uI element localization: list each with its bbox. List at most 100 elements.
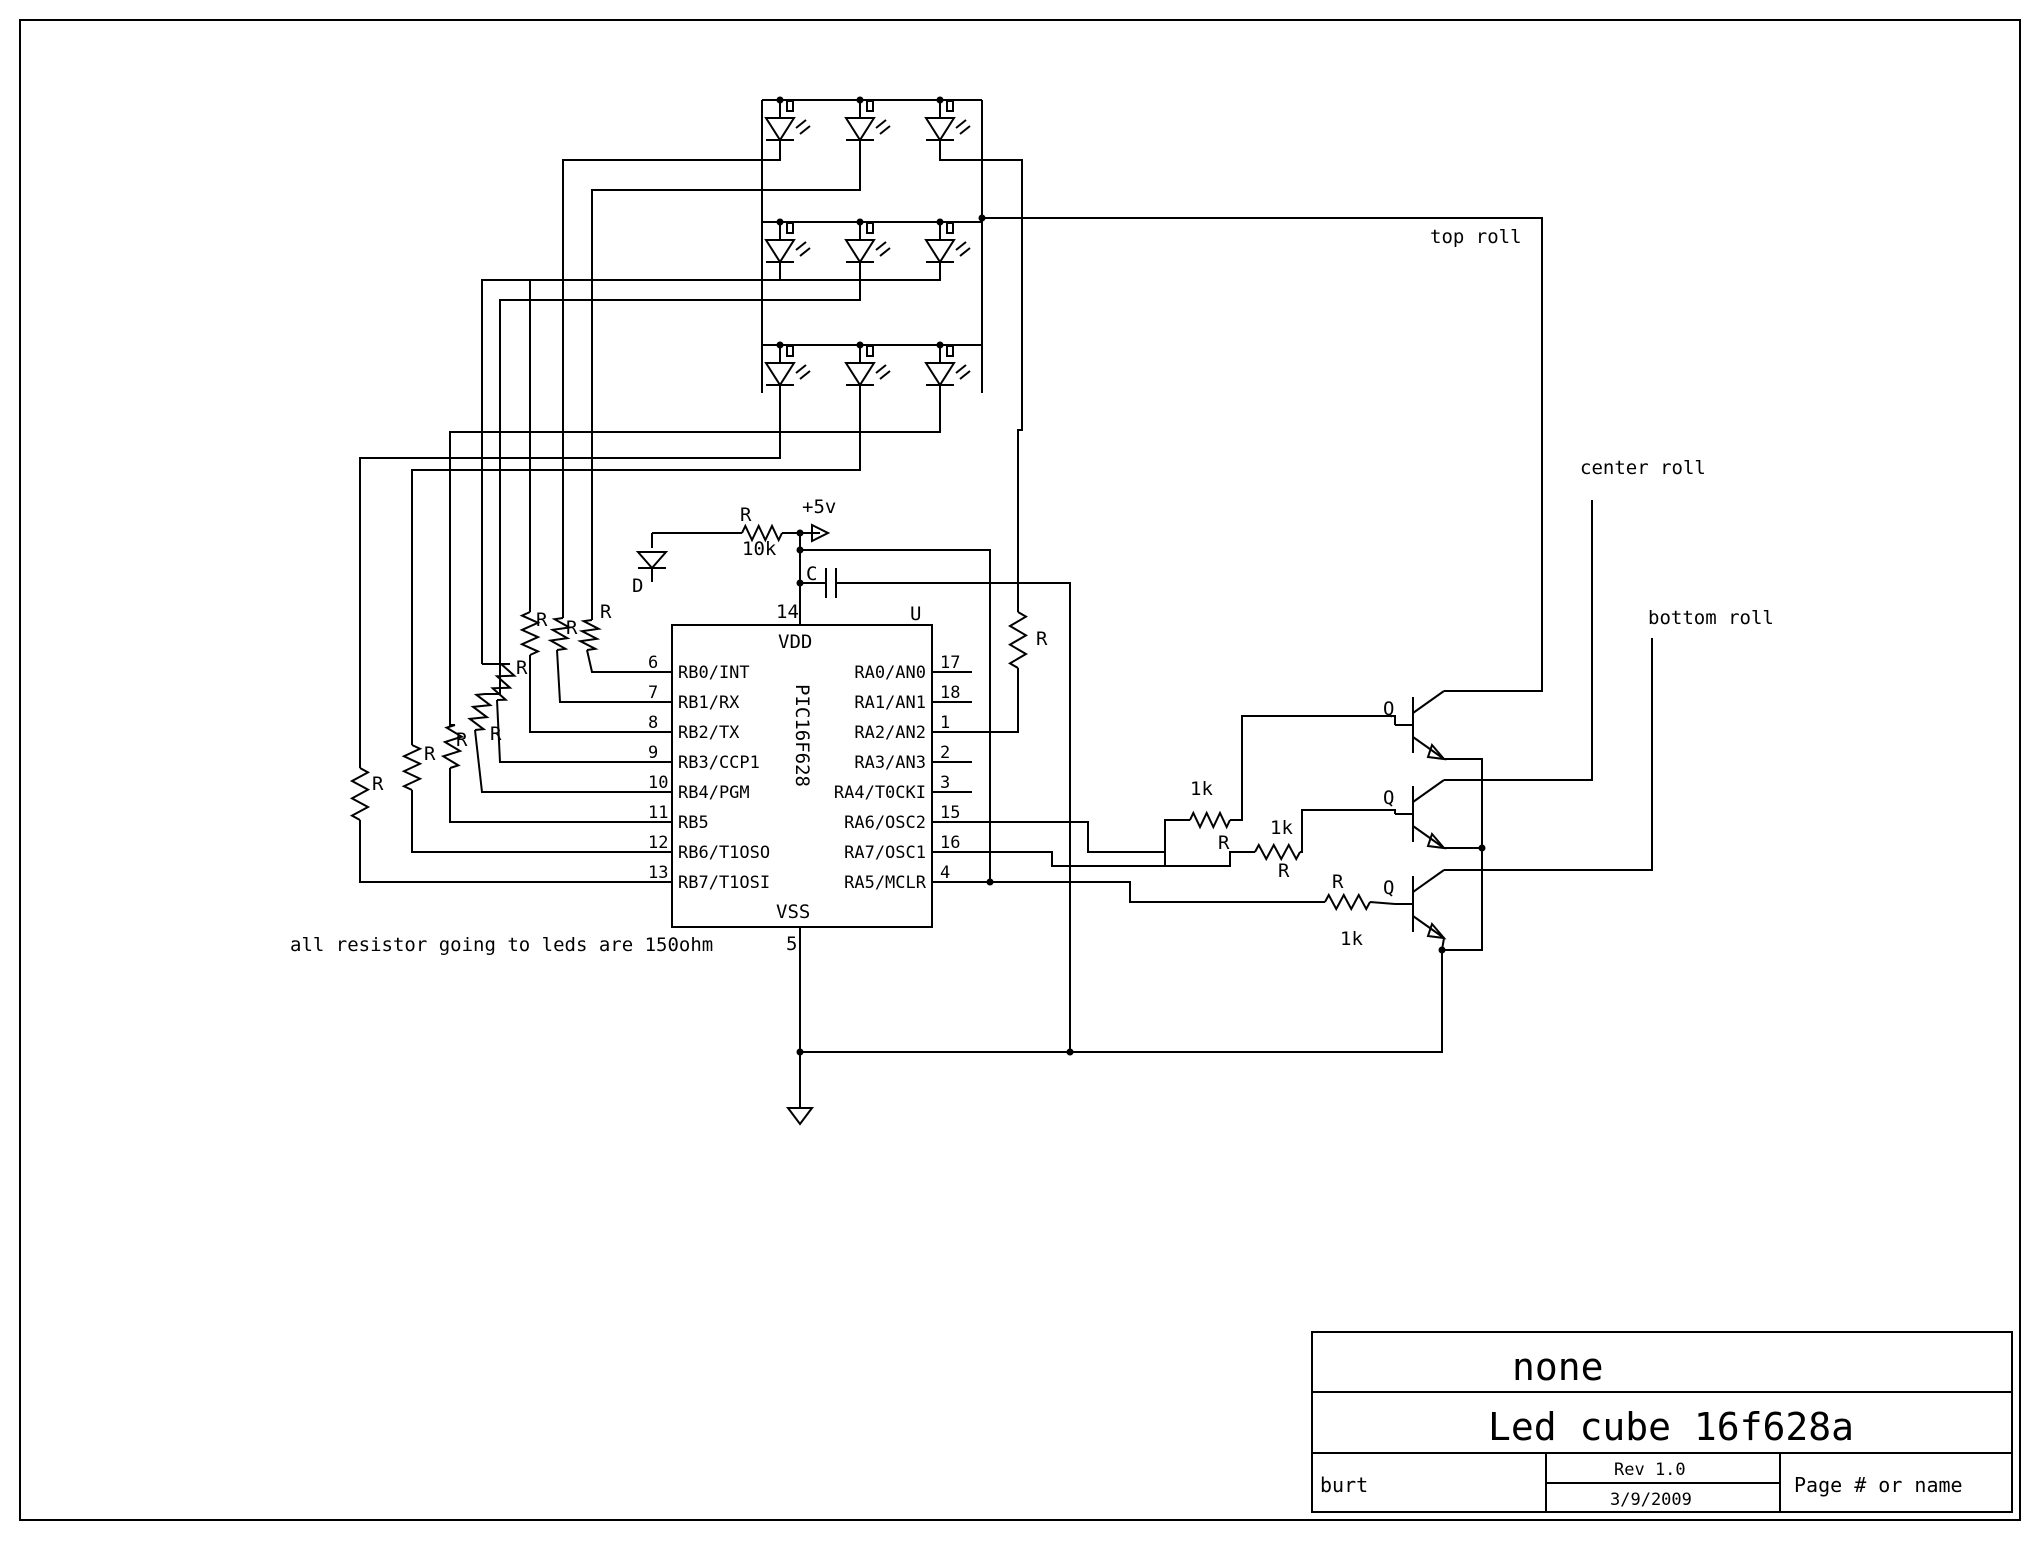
chip-pin-name: RA7/OSC1: [844, 843, 926, 863]
title-revision: Rev 1.0: [1614, 1460, 1686, 1480]
base-top-wire: [1230, 715, 1396, 821]
pullup-ref-label: R: [740, 504, 752, 526]
junction-dot: [776, 341, 784, 349]
title-block-frame: [1311, 1331, 2013, 1513]
link: [485, 664, 501, 695]
chip-pin-number: 17: [940, 653, 960, 673]
chip-pin-name: RA4/T0CKI: [834, 783, 926, 803]
transistors: [1395, 690, 1447, 940]
chip-pin-name: RB1/RX: [678, 693, 740, 713]
title-drawing-name: Led cube 16f628a: [1488, 1405, 1854, 1449]
wire-rb2: [529, 655, 642, 733]
chip-pin-number: 10: [648, 773, 668, 793]
osc1-wire-b: [1165, 851, 1255, 867]
title-author: burt: [1320, 1473, 1368, 1497]
transistor-top: [1395, 690, 1447, 761]
junction-dot: [1438, 946, 1446, 954]
mclr-wire: [990, 881, 1325, 903]
bottom-roll-wire: [1444, 638, 1653, 871]
res-mid-value-label: 1k: [1270, 817, 1293, 839]
junction-dot: [856, 218, 864, 226]
chip-pin-number: 13: [648, 863, 668, 883]
junction-dot: [796, 529, 804, 537]
title-company: none: [1512, 1345, 1604, 1389]
chip-pin-name: RB4/PGM: [678, 783, 750, 803]
junction-dot: [936, 341, 944, 349]
junction-dot: [776, 218, 784, 226]
chip-pin-name: RA3/AN3: [854, 753, 926, 773]
res-top-value-label: 1k: [1190, 778, 1213, 800]
chip-vdd-pin-number: 14: [776, 601, 799, 623]
q-top-label: Q: [1383, 698, 1394, 720]
center-roll-label: center roll: [1580, 457, 1706, 479]
chip-pin-number: 1: [940, 713, 950, 733]
wire-rb1: [556, 649, 642, 703]
led-resistor-rb5: [440, 724, 465, 769]
resistor-ref-label: R: [456, 729, 468, 751]
chip-pin-name: RB5: [678, 813, 709, 833]
base-resistor-top: [1189, 810, 1231, 830]
transistor-center: [1395, 779, 1447, 850]
pullup-value-label: 10k: [742, 538, 777, 560]
chip-ref-label: U: [910, 603, 921, 625]
junction-dot: [856, 96, 864, 104]
chip-pin-name: RA5/MCLR: [844, 873, 927, 893]
resistor-ref-label: R: [566, 617, 578, 639]
chip-part-name: PIC16F628: [791, 684, 813, 787]
chip-pin-name: RB7/T1OSI: [678, 873, 770, 893]
sheet-border: [19, 19, 2021, 1521]
junction-dot: [796, 579, 804, 587]
transistor-bottom: [1395, 869, 1447, 940]
led-resistor-rb6: [401, 744, 423, 791]
q-mid-label: Q: [1383, 787, 1394, 809]
chip-pin-number: 9: [648, 743, 658, 763]
chip-pin-number: 11: [648, 803, 668, 823]
resistor-ref-label: R: [536, 609, 548, 631]
chip-pin-number: 3: [940, 773, 950, 793]
junction-dot: [1478, 844, 1486, 852]
wire-ra2: [972, 668, 1019, 733]
junction-dot: [1066, 1048, 1074, 1056]
led: [924, 222, 971, 270]
chip-pin-number: 4: [940, 863, 950, 883]
diode-ref-label: D: [632, 575, 643, 597]
base-resistor-center: [1254, 842, 1301, 862]
link: [449, 432, 455, 726]
chip-pin-number: 12: [648, 833, 668, 853]
ground-bus: [799, 927, 1443, 1053]
resistor-note: all resistor going to leds are 150ohm: [290, 934, 713, 956]
res-top-ref-label: R: [1218, 832, 1230, 854]
junction-dot: [978, 214, 986, 222]
chip-vss-label: VSS: [776, 901, 810, 923]
bottom-roll-label: bottom roll: [1648, 607, 1774, 629]
wire-rb7: [359, 820, 642, 883]
title-page: Page # or name: [1794, 1473, 1963, 1497]
resistor-ref-label: R: [490, 723, 502, 745]
supply-label: +5v: [802, 496, 836, 518]
led: [844, 222, 891, 270]
chip-pin-name: RA6/OSC2: [844, 813, 926, 833]
top-roll-label: top roll: [1430, 226, 1522, 248]
col-wire-1: [562, 148, 781, 618]
col-wire-2: [591, 148, 861, 620]
chip-vss-pin-number: 5: [786, 933, 797, 955]
q-bot-label: Q: [1383, 877, 1394, 899]
led: [844, 345, 891, 393]
junction-dot: [776, 96, 784, 104]
resistor-ref-label: R: [516, 657, 528, 679]
base-resistor-bottom: [1324, 892, 1371, 912]
chip-pin-number: 18: [940, 683, 960, 703]
led: [844, 100, 891, 148]
chip-pin-number: 2: [940, 743, 950, 763]
resistor-ref-label: R: [372, 773, 384, 795]
led: [924, 100, 971, 148]
chip-pin-number: 6: [648, 653, 658, 673]
diode: [635, 533, 669, 582]
led-matrix: [764, 100, 971, 393]
col-wire-7: [359, 393, 781, 768]
ra2-resistor: [1008, 611, 1028, 669]
chip-pin-number: 16: [940, 833, 960, 853]
